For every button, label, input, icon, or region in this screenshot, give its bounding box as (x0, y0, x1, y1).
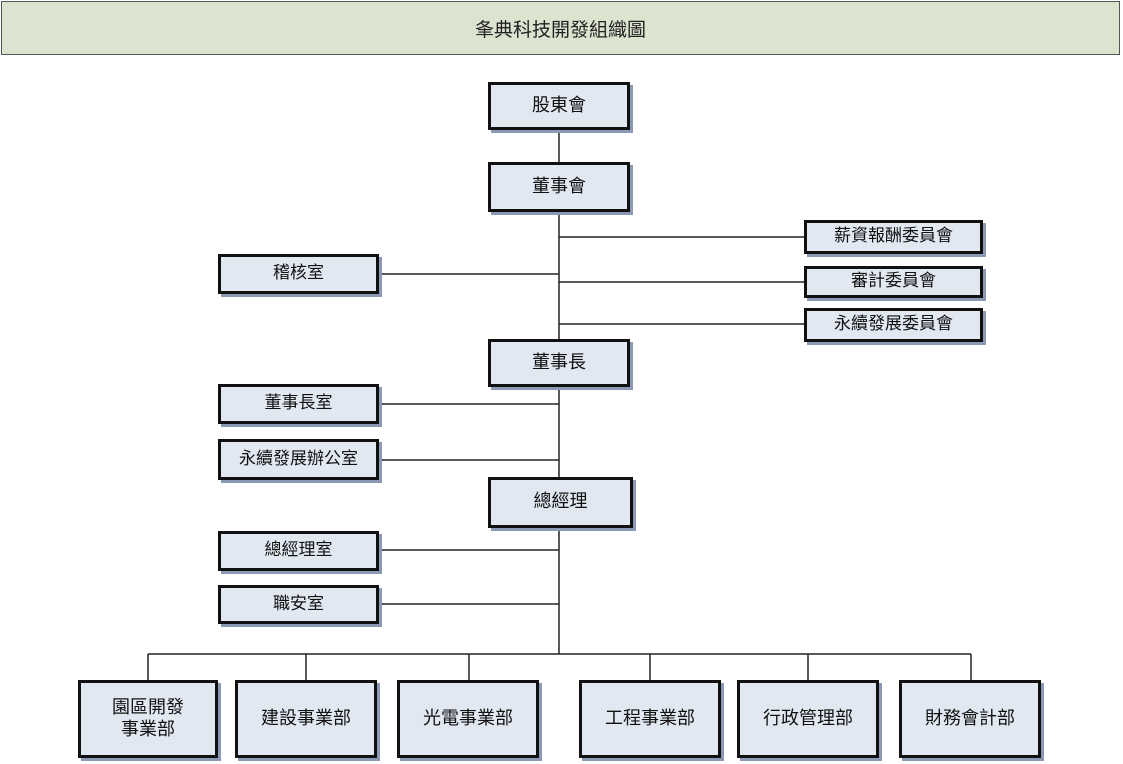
node-department: 光電事業部 (397, 680, 539, 758)
node-department: 園區開發 事業部 (78, 680, 218, 758)
node-compensation-committee: 薪資報酬委員會 (804, 220, 983, 254)
node-shareholders: 股東會 (488, 82, 630, 130)
node-safety-office: 職安室 (218, 585, 379, 624)
node-department: 財務會計部 (899, 680, 1041, 758)
node-audit-committee: 審計委員會 (804, 266, 983, 298)
node-gm-office: 總經理室 (218, 531, 379, 571)
node-chairman-office: 董事長室 (218, 384, 379, 424)
chart-title: 夆典科技開發組織圖 (1, 1, 1120, 55)
node-department: 行政管理部 (737, 680, 879, 758)
node-sustainability-office: 永續發展辦公室 (218, 439, 379, 480)
node-general-manager: 總經理 (488, 477, 633, 528)
node-department: 工程事業部 (579, 680, 721, 758)
node-sustainability-committee: 永續發展委員會 (804, 308, 983, 342)
node-board: 董事會 (488, 162, 630, 212)
node-department: 建設事業部 (235, 680, 377, 758)
node-chairman: 董事長 (488, 339, 630, 387)
node-audit-office: 稽核室 (218, 254, 379, 294)
